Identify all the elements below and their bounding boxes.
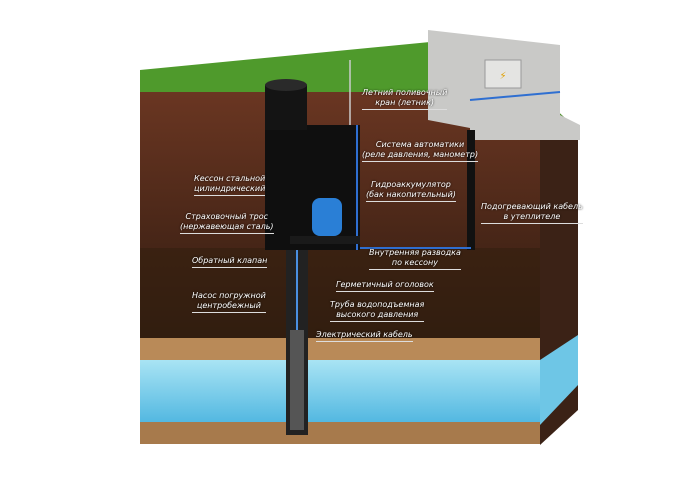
label-accumulator: Гидроаккумулятор(бак накопительный) xyxy=(366,180,456,202)
label-automation: Система автоматики(реле давления, маноме… xyxy=(362,140,479,162)
pump xyxy=(290,330,304,430)
insulated-pipe xyxy=(467,130,475,250)
label-sealed-head: Герметичный оголовок xyxy=(336,280,434,292)
blue-pipe-house xyxy=(469,91,561,101)
accumulator-tank xyxy=(312,198,342,236)
caisson-shaft xyxy=(265,85,307,130)
sand-layer xyxy=(140,338,540,362)
caisson-lid xyxy=(265,79,307,91)
label-electric-cable: Электрический кабель xyxy=(316,330,413,342)
label-check-valve: Обратный клапан xyxy=(192,256,268,268)
electrical-box xyxy=(484,59,522,89)
water-side-face xyxy=(540,335,578,425)
aquifer-layer xyxy=(140,360,540,425)
caisson-body xyxy=(265,125,360,250)
label-safety-rope: Страховочный трос(нержавеющая сталь) xyxy=(180,212,274,234)
lightning-icon: ⚡ xyxy=(499,71,506,82)
bottom-sand-layer xyxy=(140,422,540,444)
clay-layer xyxy=(140,248,540,343)
